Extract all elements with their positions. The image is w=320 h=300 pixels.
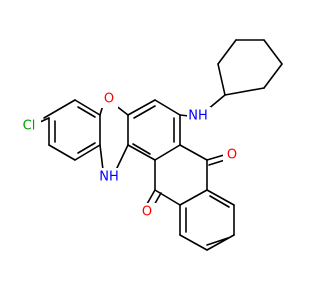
ring-b-bond-1	[127, 99, 156, 116]
ring-nh-bond-1	[99, 144, 104, 171]
ring-b-bond-2	[154, 99, 181, 116]
ring-a-bond-1	[43, 99, 76, 119]
ring-r-bond-3	[206, 234, 235, 251]
chlorine-atom-bg	[15, 117, 41, 135]
bond-layer	[39, 39, 283, 251]
molecule-structure-diagram: Cl O NH NH O O	[15, 39, 283, 251]
ring-r-double-2	[206, 237, 229, 246]
ring-b-bond-5	[127, 144, 156, 161]
ketone-oxygen-bottom-bg	[138, 203, 156, 221]
cyclohexyl-bond-6	[224, 87, 265, 96]
ring-r-bond-4	[179, 234, 208, 251]
ring-q-bond-4	[154, 189, 181, 206]
ring-a-bond-5	[48, 144, 76, 161]
chlorine-bond	[39, 117, 50, 123]
ring-a-double-2	[77, 142, 96, 154]
ring-nh-bond-2	[115, 144, 129, 171]
atom-label-layer: Cl O NH NH O O	[15, 90, 241, 221]
ring-a-double-1	[77, 106, 96, 118]
ketone-top-double	[208, 159, 226, 166]
ring-r-double-1	[209, 195, 230, 208]
ketone-oxygen-top-label: O	[227, 148, 237, 163]
ring-q-bond-1	[179, 144, 208, 161]
ketone-oxygen-top-bg	[223, 146, 241, 164]
amine-nh-bg	[187, 107, 211, 125]
ring-b-bond-4	[154, 144, 181, 161]
ring-r-bond-1	[206, 189, 235, 206]
ring-b-double-1	[133, 105, 156, 119]
ring-a-bond-4	[74, 144, 101, 161]
ring-nh-label: NH	[99, 170, 119, 185]
ring-q-bond-3	[179, 189, 208, 206]
cyclohexyl-bond-1	[217, 63, 226, 96]
amine-nh-label: NH	[188, 109, 208, 124]
chlorine-atom-label: Cl	[23, 119, 36, 134]
cyclohexyl-bond-2	[217, 39, 237, 65]
ring-b-double-3	[132, 143, 151, 155]
cyclohexyl-bond-5	[263, 63, 283, 89]
ketone-bottom-bond	[146, 189, 156, 205]
ring-oxygen-bg	[100, 90, 118, 108]
ketone-oxygen-bottom-label: O	[142, 205, 152, 220]
ring-nh-bg	[98, 168, 122, 186]
ring-a-bond-2	[74, 99, 101, 116]
cyclohexyl-bond-4	[263, 39, 283, 65]
ring-oxygen-label: O	[104, 92, 114, 107]
ketone-top-bond	[206, 154, 225, 161]
